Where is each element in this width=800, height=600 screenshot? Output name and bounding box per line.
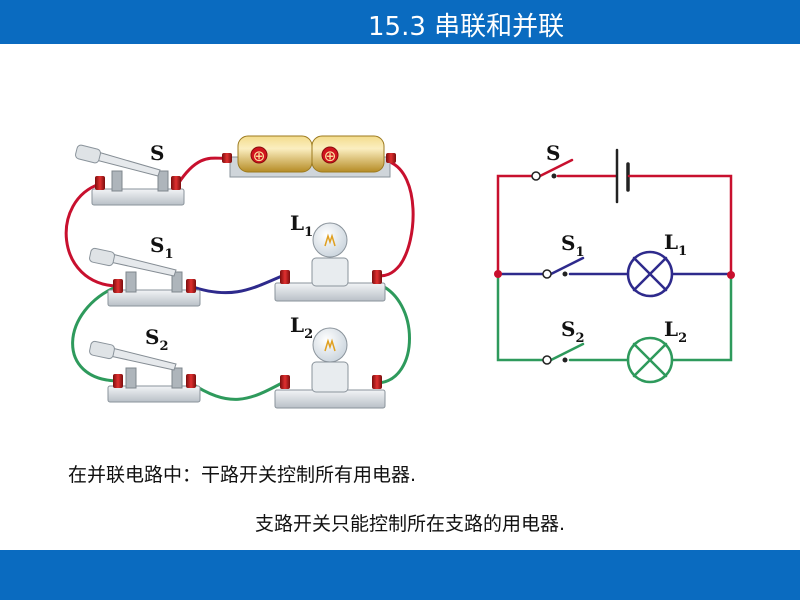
schematic-label-l1: L1 [664, 230, 687, 259]
real-label-s1: S1 [150, 233, 174, 262]
green-wire-s1-to-s2 [71, 284, 120, 383]
battery-device: ⊕ ⊕ [222, 135, 396, 178]
switch-1-device [89, 247, 201, 307]
red-wire-switch-to-s1 [64, 182, 120, 288]
main-switch-device [75, 144, 185, 206]
caption-line-2: 支路开关只能控制所在支路的用电器. [255, 513, 566, 535]
real-wires [64, 156, 415, 401]
red-wire-switch-to-battery [176, 156, 230, 186]
schematic-switch-s2-blade [549, 342, 585, 362]
blue-wire-s1-to-lamp1 [188, 274, 284, 295]
lamp-1-device [274, 222, 386, 302]
real-label-l1: L1 [290, 211, 313, 240]
schematic-switch-s-blade [538, 158, 574, 178]
schematic-label-l2: L2 [664, 317, 687, 346]
real-label-s2: S2 [145, 325, 169, 354]
schematic-main-left [496, 174, 538, 275]
real-label-l2: L2 [290, 313, 313, 342]
battery-plus-icon-1: ⊕ [253, 147, 266, 165]
schematic-label-s1: S1 [561, 231, 585, 260]
green-wire-lamp1-to-lamp2 [376, 282, 411, 385]
schematic-switch-s1-blade [549, 256, 585, 276]
red-wire-battery-to-lamp1 [376, 160, 415, 278]
switch-2-device [89, 340, 201, 403]
footer-bar [0, 550, 800, 600]
junction-right [727, 271, 735, 279]
schematic-label-s: S [546, 141, 560, 165]
lamp-2-device [274, 327, 386, 409]
schematic-label-s2: S2 [561, 317, 585, 346]
slide-title: 15.3 串联和并联 [368, 12, 565, 42]
caption-line-1: 在并联电路中：干路开关控制所有用电器. [68, 464, 417, 486]
title-bar: 15.3 串联和并联 [0, 0, 800, 44]
schematic-main-right [627, 174, 733, 277]
real-label-s: S [150, 141, 164, 165]
battery-plus-icon-2: ⊕ [324, 147, 337, 165]
junction-left [494, 270, 502, 278]
green-wire-s2-to-lamp2 [186, 379, 284, 401]
schematic-nodes [494, 171, 735, 365]
schematic-diagram [496, 148, 733, 384]
